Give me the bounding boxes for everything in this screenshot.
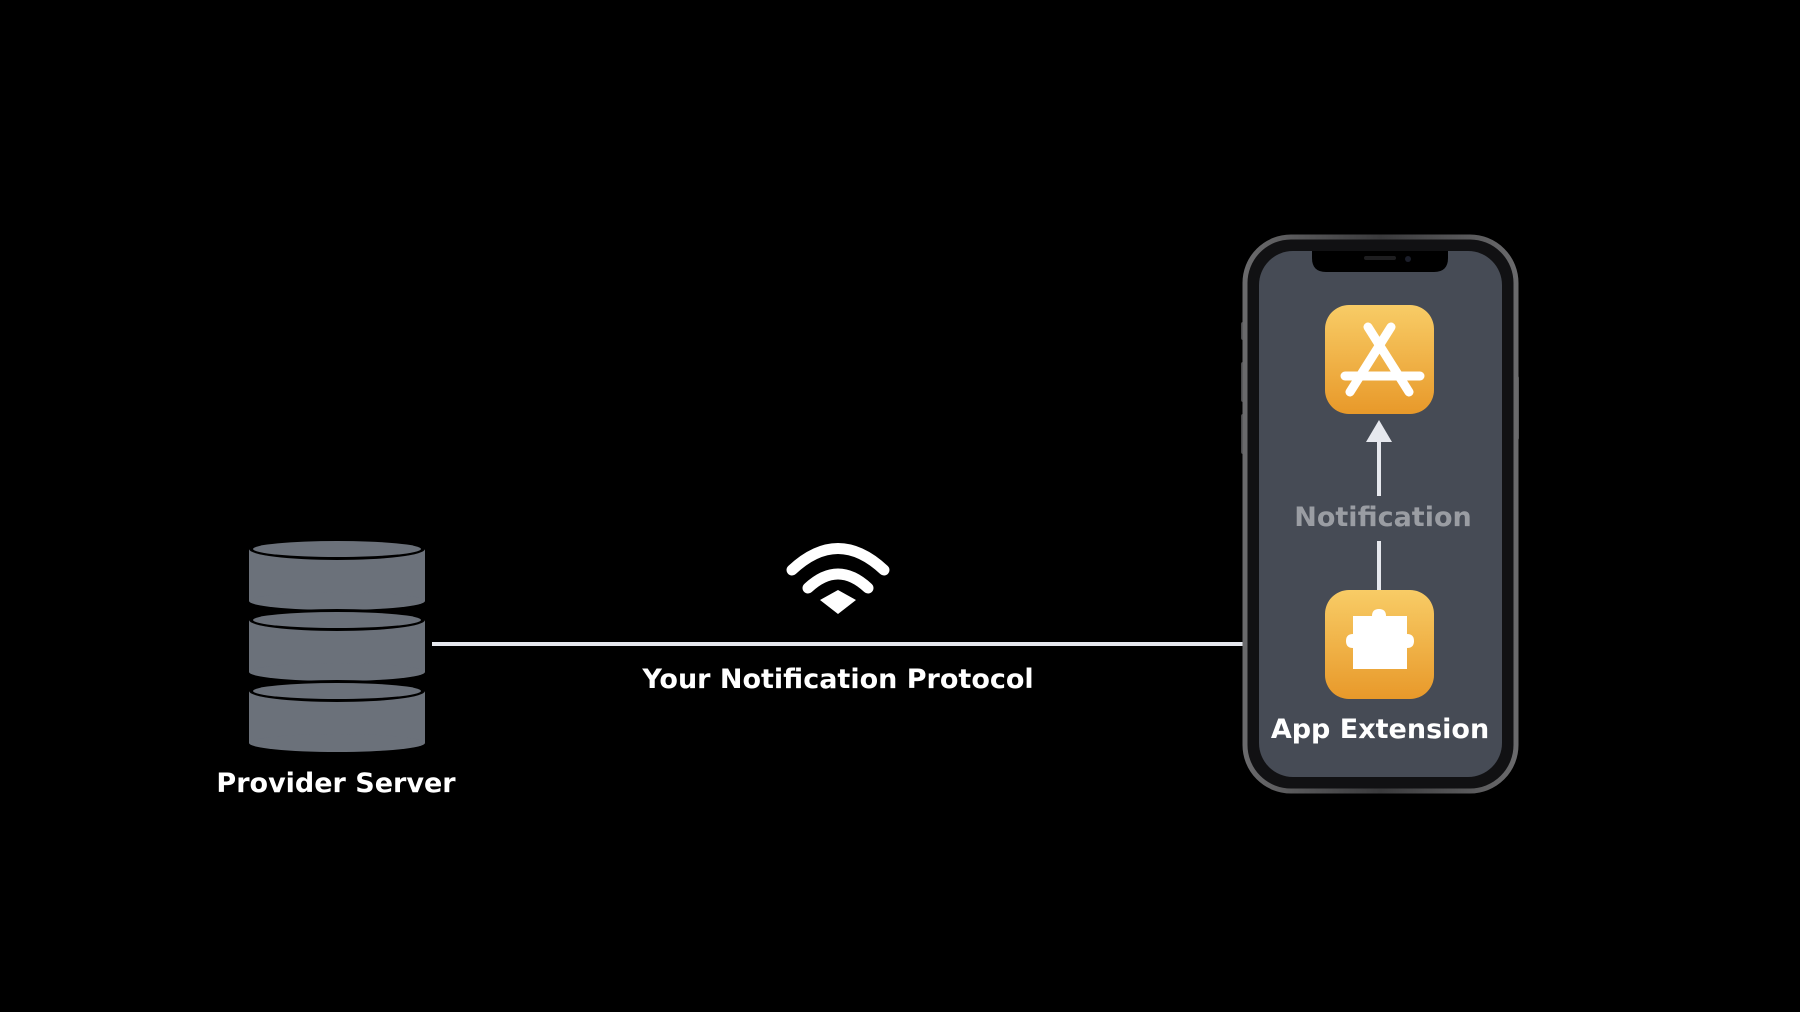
notification-label: Notification <box>1294 502 1472 533</box>
notification-arrow <box>1366 420 1392 590</box>
wifi-icon <box>786 543 890 614</box>
protocol-label: Your Notification Protocol <box>642 664 1034 695</box>
protocol-arrow <box>432 632 1322 656</box>
provider-server-label: Provider Server <box>216 768 456 799</box>
app-store-icon <box>1325 305 1434 414</box>
app-extension-label: App Extension <box>1270 714 1490 745</box>
database-server-icon <box>249 538 425 752</box>
iphone-icon <box>1241 234 1519 794</box>
puzzle-piece-icon <box>1325 590 1434 699</box>
